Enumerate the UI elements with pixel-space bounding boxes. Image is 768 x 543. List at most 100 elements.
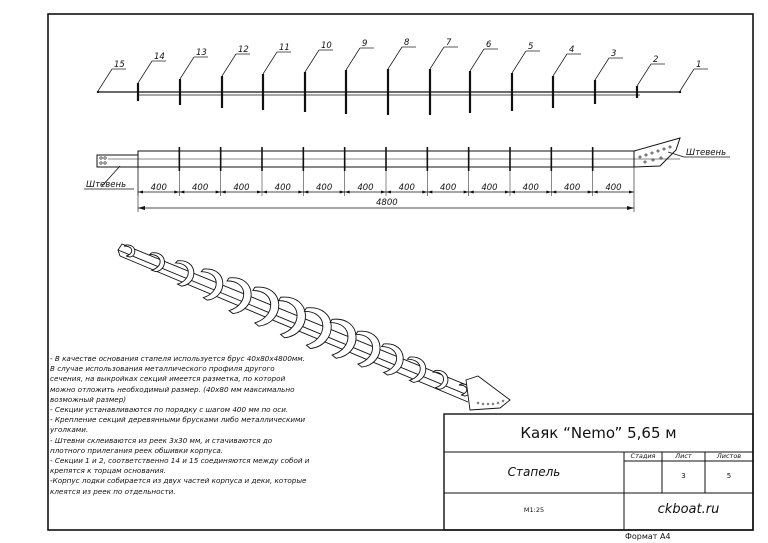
spacing-label: 400: [275, 183, 291, 193]
sheets-header: Листов: [716, 452, 742, 460]
section-leader: [511, 50, 527, 74]
spacing-arrow: [386, 190, 391, 194]
iso-section-frame: [252, 286, 280, 327]
iso-section-frame: [277, 296, 306, 339]
section-leader: [429, 46, 445, 70]
spacing-arrow: [551, 190, 557, 194]
note-line: - Штевни склеиваются из реек 3x30 мм, и …: [50, 435, 273, 445]
spacing-arrow: [174, 190, 180, 194]
spacing-arrow: [587, 190, 593, 194]
note-line: - Крепление секций деревянными брусками …: [50, 415, 306, 425]
spacing-label: 400: [233, 183, 249, 193]
spacing-arrow: [505, 190, 510, 194]
sheet-value: 3: [681, 472, 686, 480]
spacing-arrow: [339, 190, 345, 194]
note-line: плотного прилегания реек обшивки корпуса…: [50, 445, 224, 455]
spacing-label: 400: [399, 183, 415, 193]
scale-label: M1:25: [523, 506, 545, 514]
iso-section-frame: [431, 369, 449, 390]
section-leader: [262, 51, 278, 75]
note-line: -Корпус лодки собирается из двух частей …: [50, 476, 307, 486]
spacing-arrow: [592, 190, 598, 194]
spacing-arrow: [215, 190, 221, 194]
iso-stern-holes: [476, 399, 505, 406]
note-line: - Секции устанавливаются по порядку с ша…: [50, 405, 289, 415]
section-leader: [137, 60, 153, 84]
section-number-label: 14: [154, 52, 165, 62]
total-length-label: 4800: [376, 198, 398, 208]
note-line: можно отложить необходимый размер. (40x8…: [50, 384, 295, 394]
note-line: - Секции 1 и 2, соответственно 14 и 15 с…: [50, 456, 310, 466]
spacing-arrow: [381, 190, 386, 194]
spacing-arrow: [510, 190, 515, 194]
right-shteven-label: Штевень: [686, 148, 726, 158]
section-number-label: 12: [238, 45, 249, 55]
spacing-arrow: [427, 190, 433, 194]
section-leader: [387, 46, 403, 70]
iso-beam-edge: [117, 249, 121, 257]
note-line: В случае использования металлического пр…: [50, 364, 275, 374]
drawing-name: Стапель: [507, 465, 561, 479]
site-label: ckboat.ru: [657, 502, 720, 517]
section-number-label: 4: [569, 45, 574, 55]
spacing-arrow: [422, 190, 428, 194]
iso-section-frame: [148, 252, 165, 273]
section-number-label: 10: [321, 41, 332, 51]
spacing-arrow: [463, 190, 469, 194]
note-line: клеятся из реек по отдельности.: [50, 486, 176, 496]
spacing-label: 400: [357, 183, 373, 193]
section-number-label: 6: [486, 40, 492, 50]
right-shteven: [633, 137, 681, 168]
note-line: возможный размер): [50, 394, 127, 404]
title-block-lines: [443, 413, 754, 531]
spacing-arrow: [257, 190, 262, 194]
section-number-label: 1: [696, 60, 701, 70]
spacing-label: 400: [523, 183, 539, 193]
spacing-arrow: [262, 190, 267, 194]
isometric-view: [117, 243, 511, 411]
section-leader: [552, 53, 568, 77]
spacing-arrow: [138, 190, 143, 194]
right-shteven-leader: [667, 151, 685, 158]
drawing-frame: [47, 13, 754, 531]
section-number-label: 5: [528, 42, 533, 52]
spacing-arrow: [303, 190, 309, 194]
total-arrow-left: [138, 206, 145, 210]
iso-section-frame: [355, 330, 381, 368]
iso-section-frame: [303, 307, 332, 349]
section-leader: [221, 53, 237, 77]
spacing-arrow: [298, 190, 304, 194]
side-view: Штевень Штевень 400 400 400 400 400 400 400 400…: [84, 137, 730, 212]
section-leader: [636, 63, 652, 87]
spacing-label: 400: [605, 183, 621, 193]
iso-section-frame: [174, 260, 195, 287]
section-leader: [679, 68, 695, 92]
spacing-label: 400: [564, 183, 580, 193]
note-line: крепятся к торцам основания.: [50, 466, 166, 476]
left-shteven-label: Штевень: [86, 180, 126, 190]
iso-section-frame: [200, 268, 224, 301]
spacing-arrow: [220, 190, 226, 194]
section-number-label: 9: [362, 39, 367, 49]
spacing-arrow: [344, 190, 350, 194]
spacing-label: 400: [440, 183, 456, 193]
iso-section-frame: [329, 318, 357, 359]
section-leader: [594, 57, 610, 81]
drawing-title: Каяк “Nemo” 5,65 м: [520, 424, 677, 442]
section-leader: [469, 48, 485, 72]
note-line: - В качестве основания стапеля используе…: [50, 354, 306, 363]
spacing-arrow: [546, 190, 552, 194]
total-arrow-right: [627, 206, 634, 210]
sheet-header: Лист: [675, 452, 692, 460]
section-number-label: 2: [653, 55, 658, 65]
section-leader: [97, 68, 113, 92]
section-number-label: 8: [404, 38, 410, 48]
left-shteven-holes: [99, 156, 107, 165]
spacing-label: 400: [151, 183, 167, 193]
section-number-label: 3: [611, 49, 616, 59]
iso-section-frame: [123, 244, 136, 258]
left-shteven: [96, 154, 139, 168]
